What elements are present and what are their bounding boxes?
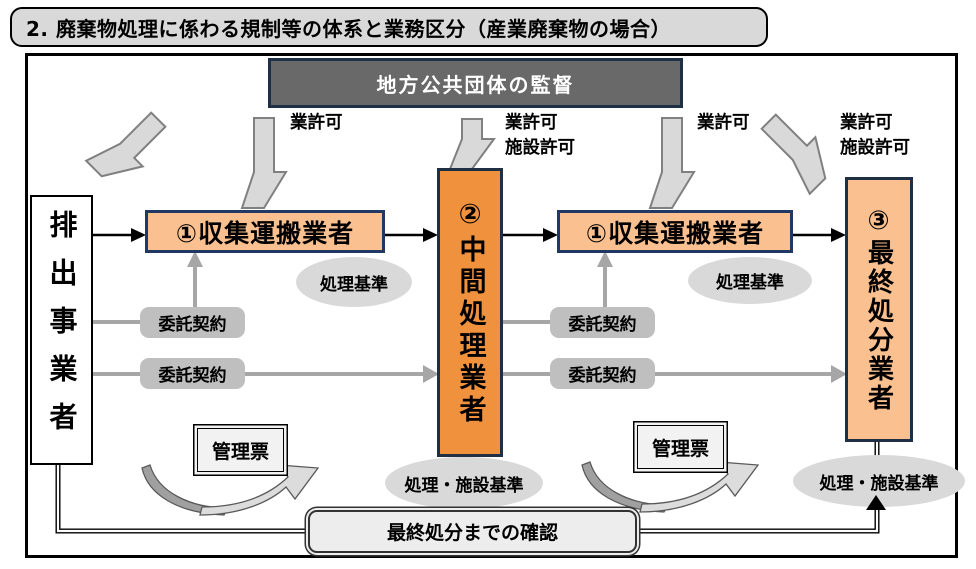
collector1-box: ①収集運搬業者 bbox=[145, 210, 385, 253]
flow-generator-to-collector1-icon bbox=[93, 228, 146, 242]
treatment-standard-ellipse-2: 処理基準 bbox=[688, 257, 812, 304]
generator-box: 排出事業者 bbox=[30, 195, 93, 465]
supervision-arrow-to-collector1-icon bbox=[240, 117, 288, 209]
consignment-contract-3: 委託契約 bbox=[550, 307, 655, 338]
supervision-arrow-to-intermediate-icon bbox=[448, 118, 496, 170]
manifest-box-1: 管理票 bbox=[197, 428, 284, 472]
consignment-contract-2: 委託契約 bbox=[140, 358, 245, 389]
flow-collector2-to-final-icon bbox=[793, 228, 846, 242]
contract-arrow-up-collector1-icon bbox=[187, 251, 203, 307]
supervision-arrow-to-generator-icon bbox=[84, 111, 167, 178]
collector2-box: ①収集運搬業者 bbox=[557, 210, 793, 253]
page-title: 2. 廃棄物処理に係わる規制等の体系と業務区分（産業廃棄物の場合） bbox=[10, 7, 768, 47]
contract-arrow-to-intermediate-icon bbox=[245, 365, 439, 383]
permit-label-3: 業許可 bbox=[697, 113, 750, 133]
diagram-frame bbox=[25, 53, 958, 558]
treatment-standard-ellipse-1: 処理基準 bbox=[296, 257, 412, 307]
permit-label-1: 業許可 bbox=[290, 113, 343, 133]
manifest-box-2: 管理票 bbox=[637, 425, 724, 469]
contract-lines-generator-icon bbox=[93, 320, 140, 376]
confirmation-arrowhead-icon bbox=[866, 495, 886, 510]
contract-arrow-to-final-icon bbox=[655, 365, 847, 383]
consignment-contract-1: 委託契約 bbox=[140, 307, 245, 338]
flow-intermediate-to-collector2-icon bbox=[503, 228, 558, 242]
supervision-arrow-to-collector2-icon bbox=[648, 117, 696, 209]
permit-label-4: 業許可 施設許可 bbox=[840, 113, 910, 158]
intermediate-processor-box: ②中間処理業者 bbox=[437, 168, 503, 457]
final-confirmation-box: 最終処分までの確認 bbox=[308, 510, 637, 553]
final-disposal-box: ③最終処分業者 bbox=[845, 177, 913, 442]
contract-arrow-up-collector2-icon bbox=[597, 251, 613, 307]
supervision-arrow-to-final-icon bbox=[760, 113, 827, 196]
treatment-facility-standard-ellipse-1: 処理・施設基準 bbox=[385, 457, 543, 509]
flow-collector1-to-intermediate-icon bbox=[385, 228, 438, 242]
consignment-contract-4: 委託契約 bbox=[550, 358, 655, 389]
contract-lines-intermediate-icon bbox=[503, 320, 550, 376]
supervision-box: 地方公共団体の監督 bbox=[268, 58, 683, 108]
permit-label-2: 業許可 施設許可 bbox=[505, 113, 575, 158]
